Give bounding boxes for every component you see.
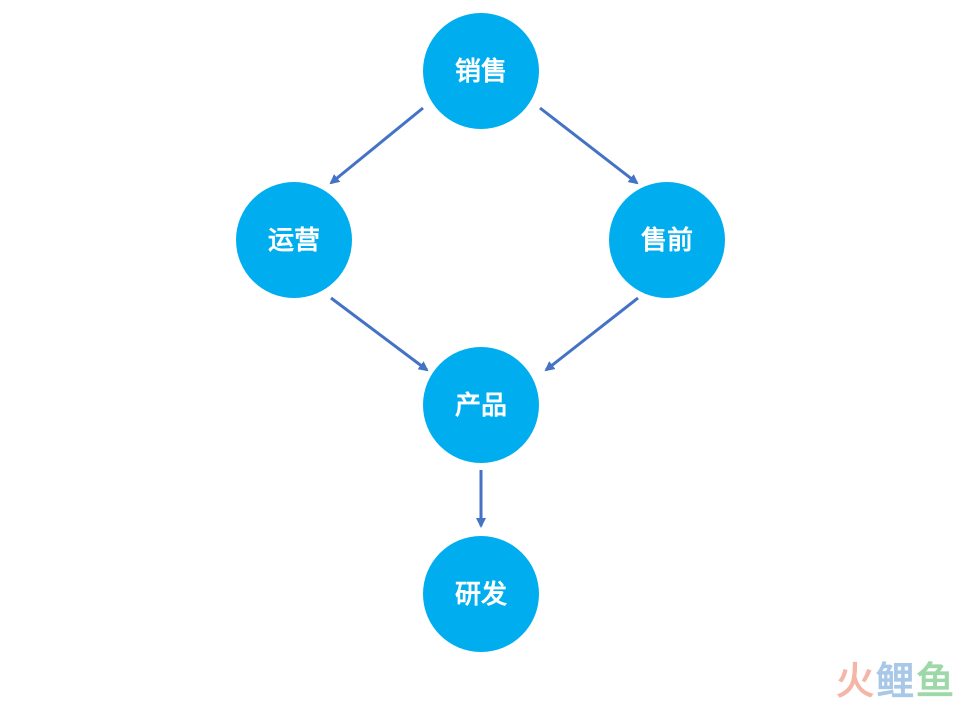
watermark-logo: 火 鲤 鱼 (836, 661, 954, 701)
arrow-sales-to-operations (329, 106, 424, 185)
arrow-operations-to-product (330, 296, 429, 372)
node-product-label: 产品 (455, 391, 507, 421)
node-operations: 运营 (236, 182, 352, 298)
node-rnd-label: 研发 (455, 579, 507, 610)
node-operations-circle (236, 182, 352, 298)
node-product: 产品 (423, 347, 539, 463)
watermark-char-2: 鲤 (875, 659, 914, 703)
node-rnd: 研发 (423, 536, 539, 652)
node-product-circle (423, 347, 539, 463)
node-presales-label: 售前 (641, 225, 693, 256)
node-sales: 销售 (423, 13, 539, 129)
arrow-presales-to-product (544, 296, 639, 372)
node-presales: 售前 (609, 182, 725, 298)
node-sales-label: 销售 (455, 56, 507, 87)
node-presales-circle (609, 182, 725, 298)
watermark-char-3: 鱼 (915, 659, 954, 703)
node-sales-circle (423, 13, 539, 129)
node-operations-label: 运营 (268, 226, 320, 256)
arrow-sales-to-presales (539, 106, 639, 185)
watermark-char-1: 火 (835, 659, 874, 703)
node-rnd-circle (423, 536, 539, 652)
